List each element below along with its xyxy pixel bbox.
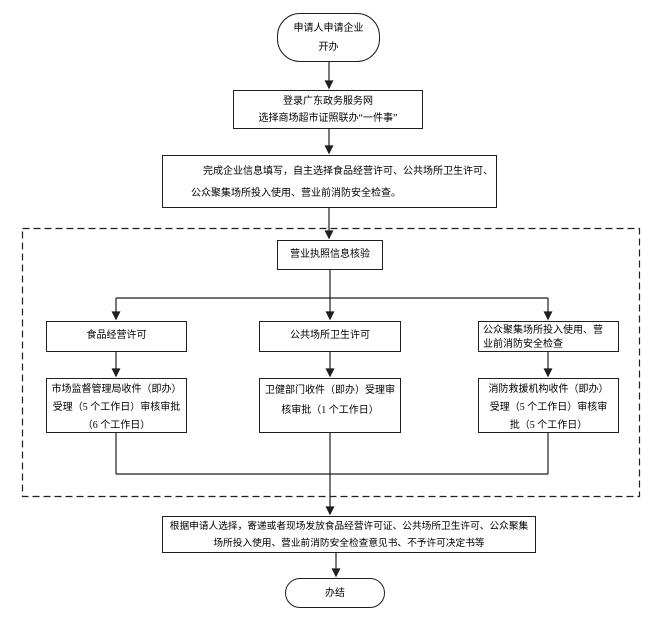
text-line: 完成企业信息填写，自主选择食品经营许可、公共场所卫生许可、 xyxy=(203,166,493,177)
login-step-box: 登录广东政务服务网 选择商场超市证照联办“一件事” xyxy=(233,90,423,129)
text-line: （6 个工作日） xyxy=(82,420,151,431)
text-line: 办结 xyxy=(325,587,345,599)
start-terminator: 申请人申请企业 开办 xyxy=(277,13,380,62)
text-line: 食品经营许可 xyxy=(86,330,147,341)
text-line: 市场监督管理局收件（即办） xyxy=(51,384,182,395)
fire-check-detail-box: 消防救援机构收件（即办） 受理（5 个工作日）审核审 批（5 个工作日） xyxy=(478,378,619,433)
text-line: 公众聚集场所投入使用、营 xyxy=(483,325,603,336)
text-line: 根据申请人选择，寄递或者现场发放食品经营许可证、公共场所卫生许可、公众聚集 xyxy=(169,520,529,532)
text-line: 选择商场超市证照联办“一件事” xyxy=(258,112,398,124)
health-permit-branch-box: 公共场所卫生许可 xyxy=(259,321,401,352)
text-line: 公共场所卫生许可 xyxy=(290,330,370,341)
text-line: 业前消防安全检查 xyxy=(483,339,563,350)
text-line: 开办 xyxy=(318,41,339,53)
text-line: 消防救援机构收件（即办） xyxy=(488,384,609,395)
text-line: 申请人申请企业 xyxy=(293,22,364,34)
text-line: 登录广东政务服务网 xyxy=(283,95,373,107)
text-line: 受理（5 个工作日）审核审批 xyxy=(52,402,181,413)
text-line: 批（5 个工作日） xyxy=(509,420,588,431)
food-permit-detail-box: 市场监督管理局收件（即办） 受理（5 个工作日）审核审批 （6 个工作日） xyxy=(46,378,187,433)
text-line: 核审批（1 个工作日） xyxy=(281,405,379,416)
text-line: 卫健部门收件（即办）受理审 xyxy=(265,385,395,396)
health-permit-detail-box: 卫健部门收件（即办）受理审 核审批（1 个工作日） xyxy=(259,378,401,433)
fire-check-branch-box: 公众聚集场所投入使用、营 业前消防安全检查 xyxy=(478,321,619,352)
issue-result-box: 根据申请人选择，寄递或者现场发放食品经营许可证、公共场所卫生许可、公众聚集 场所… xyxy=(162,516,536,553)
license-verify-box: 营业执照信息核验 xyxy=(277,240,383,270)
text-line: 营业执照信息核验 xyxy=(290,249,370,260)
text-line: 受理（5 个工作日）审核审 xyxy=(489,402,608,413)
fill-info-step-box: 完成企业信息填写，自主选择食品经营许可、公共场所卫生许可、 公众聚集场所投入使用… xyxy=(162,155,497,208)
text-line: 公众聚集场所投入使用、营业前消防安全检查。 xyxy=(191,188,401,199)
parallel-approval-dashed-container xyxy=(21,227,641,498)
end-terminator: 办结 xyxy=(285,578,385,608)
text-line: 场所投入使用、营业前消防安全检查意见书、不予许可决定书等 xyxy=(213,537,485,549)
food-permit-branch-box: 食品经营许可 xyxy=(46,321,187,352)
